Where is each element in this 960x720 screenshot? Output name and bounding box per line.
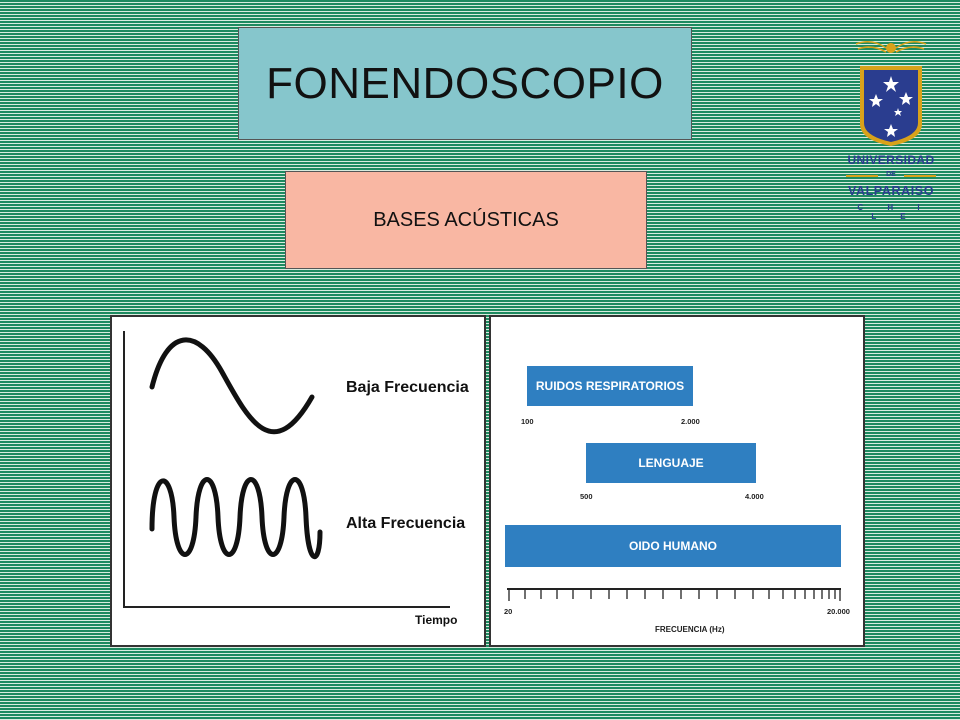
bar-respiratory-max: 2.000 <box>681 417 700 426</box>
frequency-axis-label: FRECUENCIA (Hz) <box>655 625 725 634</box>
logo-text-de: DE <box>886 171 896 178</box>
high-frequency-label: Alta Frecuencia <box>346 515 466 532</box>
bar-human-hearing: OIDO HUMANO <box>505 525 841 567</box>
shield-icon <box>855 40 927 146</box>
scale-max-label: 20.000 <box>827 607 850 616</box>
logo-text-valparaiso: VALPARAISO <box>847 184 935 198</box>
frequency-scale <box>507 588 841 601</box>
slide-subtitle: BASES ACÚSTICAS <box>373 208 559 231</box>
high-frequency-wave <box>149 477 323 559</box>
bar-speech-min: 500 <box>580 492 593 501</box>
logo-text-universidad: UNIVERSIDAD <box>847 153 935 167</box>
emblem-icon <box>886 43 896 53</box>
bar-speech-max: 4.000 <box>745 492 764 501</box>
frequency-range-figure: RUIDOS RESPIRATORIOS 100 2.000 LENGUAJE … <box>489 315 865 647</box>
scale-ticks <box>508 589 841 601</box>
waveform-diagram <box>123 331 450 608</box>
time-axis <box>123 331 450 608</box>
bar-respiratory-sounds: RUIDOS RESPIRATORIOS <box>527 366 693 406</box>
title-box: FONENDOSCOPIO <box>238 27 692 140</box>
bar-respiratory-min: 100 <box>521 417 534 426</box>
star-icons <box>869 76 913 137</box>
bar-speech: LENGUAJE <box>586 443 756 483</box>
time-axis-label: Tiempo <box>415 613 458 627</box>
slide-title: FONENDOSCOPIO <box>266 58 664 108</box>
waveform-figure: Baja Frecuencia Alta Frecuencia Tiempo <box>110 315 486 647</box>
scale-min-label: 20 <box>504 607 513 616</box>
logo-divider-right <box>904 175 936 177</box>
university-logo: UNIVERSIDAD DE VALPARAISO C H I L E <box>838 36 944 221</box>
low-frequency-wave <box>149 337 315 435</box>
low-frequency-label: Baja Frecuencia <box>346 379 469 396</box>
subtitle-box: BASES ACÚSTICAS <box>285 171 647 269</box>
logo-text-chile: C H I L E <box>857 203 931 221</box>
logo-divider-left <box>846 175 878 177</box>
wings-icon <box>855 40 927 53</box>
